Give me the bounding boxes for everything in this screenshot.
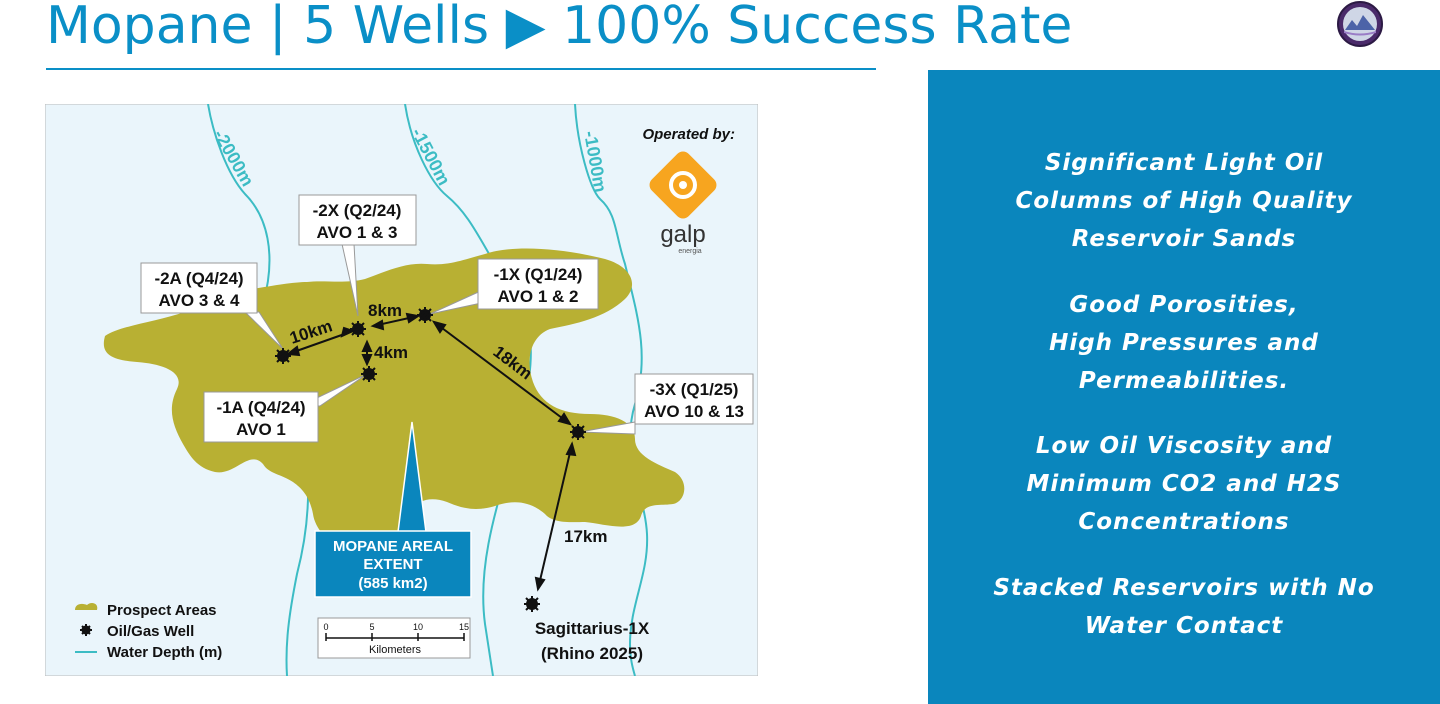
oil-gas-well-icon xyxy=(275,348,291,364)
oil-gas-well-icon xyxy=(361,366,377,382)
well-name-label: -1A (Q4/24) xyxy=(216,398,305,417)
oil-gas-well-icon xyxy=(417,307,433,323)
well-name-label: Sagittarius-1X xyxy=(535,619,650,638)
highlight-item: Low Oil Viscosity and Minimum CO2 and H2… xyxy=(1026,433,1342,535)
extent-label: (585 km2) xyxy=(358,575,427,592)
oil-gas-well-icon xyxy=(524,596,540,612)
well-callout-box xyxy=(477,258,599,310)
oil-gas-well-icon xyxy=(350,321,366,337)
company-seal-icon xyxy=(1337,1,1383,47)
well-callout-box xyxy=(203,391,319,443)
well-avo-label: AVO 1 xyxy=(236,420,286,439)
galp-logo-icon xyxy=(649,151,717,219)
well-avo-label: (Rhino 2025) xyxy=(541,644,643,663)
scale-bar xyxy=(325,633,465,641)
prospect-area xyxy=(103,248,685,548)
highlight-item: Good Porosities, High Pressures and Perm… xyxy=(1049,292,1319,394)
well-avo-label: AVO 3 & 4 xyxy=(159,291,240,310)
prospect-legend-icon xyxy=(75,602,98,610)
well-callout-box xyxy=(634,373,754,425)
scale-tick-label: 0 xyxy=(323,622,328,632)
scale-tick-label: 15 xyxy=(459,622,469,632)
well-avo-label: AVO 10 & 13 xyxy=(644,402,744,421)
extent-callout-box xyxy=(314,530,472,598)
distance-arrow xyxy=(433,321,571,425)
scale-tick-label: 10 xyxy=(413,622,423,632)
well-legend-icon xyxy=(80,624,92,636)
well-callout-box xyxy=(140,262,258,314)
oil-gas-well-icon xyxy=(570,424,586,440)
distance-label: 4km xyxy=(374,343,408,362)
scale-tick-label: 5 xyxy=(369,622,374,632)
highlight-item: Stacked Reservoirs with No Water Contact xyxy=(993,575,1375,639)
legend-label: Prospect Areas xyxy=(107,602,217,619)
mopane-map: -2000m -1500m -1000m 10km 8km 4km 18km 1… xyxy=(45,104,758,676)
highlight-item: Significant Light Oil Columns of High Qu… xyxy=(1015,150,1353,252)
well-avo-label: AVO 1 & 3 xyxy=(317,223,398,242)
legend-label: Water Depth (m) xyxy=(107,644,222,661)
scale-unit-label: Kilometers xyxy=(369,644,421,656)
highlights-panel: Significant Light Oil Columns of High Qu… xyxy=(928,70,1440,704)
operator-label: Operated by: xyxy=(642,126,735,143)
callout-pointer xyxy=(579,421,636,435)
extent-label: EXTENT xyxy=(363,556,422,573)
well-name-label: -2A (Q4/24) xyxy=(154,269,243,288)
legend-label: Oil/Gas Well xyxy=(107,623,194,640)
well-avo-label: AVO 1 & 2 xyxy=(498,287,579,306)
contour-line-1500 xyxy=(404,104,532,676)
distance-label: 8km xyxy=(368,301,402,320)
well-name-label: -3X (Q1/25) xyxy=(650,380,739,399)
page-title: Mopane | 5 Wells ▶ 100% Success Rate xyxy=(46,0,1073,56)
extent-label: MOPANE AREAL xyxy=(333,538,453,555)
distance-label: 17km xyxy=(564,527,607,546)
operator-name: galp xyxy=(660,221,705,248)
well-callout-box xyxy=(298,194,417,246)
well-name-label: -2X (Q2/24) xyxy=(313,201,402,220)
title-underline xyxy=(46,68,876,70)
operator-subtitle: energia xyxy=(678,248,701,255)
well-name-label: -1X (Q1/24) xyxy=(494,265,583,284)
distance-arrow xyxy=(537,443,573,590)
